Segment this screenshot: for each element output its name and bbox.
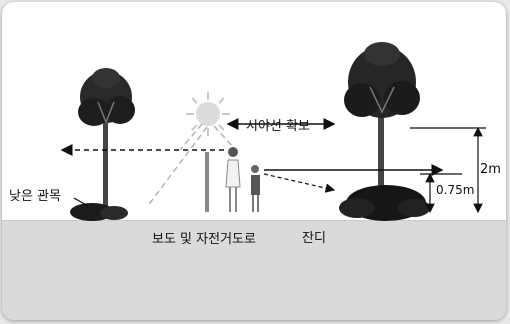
height-2m-label: 2m — [480, 162, 501, 177]
right-tree-icon — [344, 42, 420, 189]
height-075m-label: 0.75m — [436, 183, 475, 197]
sun-icon — [186, 92, 230, 136]
left-shrub-icon — [70, 203, 128, 221]
sidewalk-bikeway-label: 보도 및 자전거도로 — [152, 232, 256, 247]
diagonal-sightline-arrow — [263, 173, 336, 193]
diagram-frame: 시야선 확보 낮은 관목 보도 및 자전거도로 잔디 2m 0.75m — [2, 2, 506, 320]
right-shrub-icon — [339, 185, 430, 221]
low-shrub-pointer — [73, 197, 89, 207]
sun-rays — [146, 123, 235, 208]
sightline-label: 시야선 확보 — [246, 119, 310, 134]
pedestrian-child-icon — [251, 165, 260, 212]
lawn-label: 잔디 — [302, 231, 326, 246]
low-shrubs-label: 낮은 관목 — [9, 189, 61, 204]
streetlight-icon — [205, 152, 209, 212]
diagram-canvas — [60, 42, 486, 221]
left-tree-icon — [78, 68, 135, 210]
ground-surface — [2, 220, 506, 320]
pedestrian-adult-icon — [225, 147, 241, 212]
